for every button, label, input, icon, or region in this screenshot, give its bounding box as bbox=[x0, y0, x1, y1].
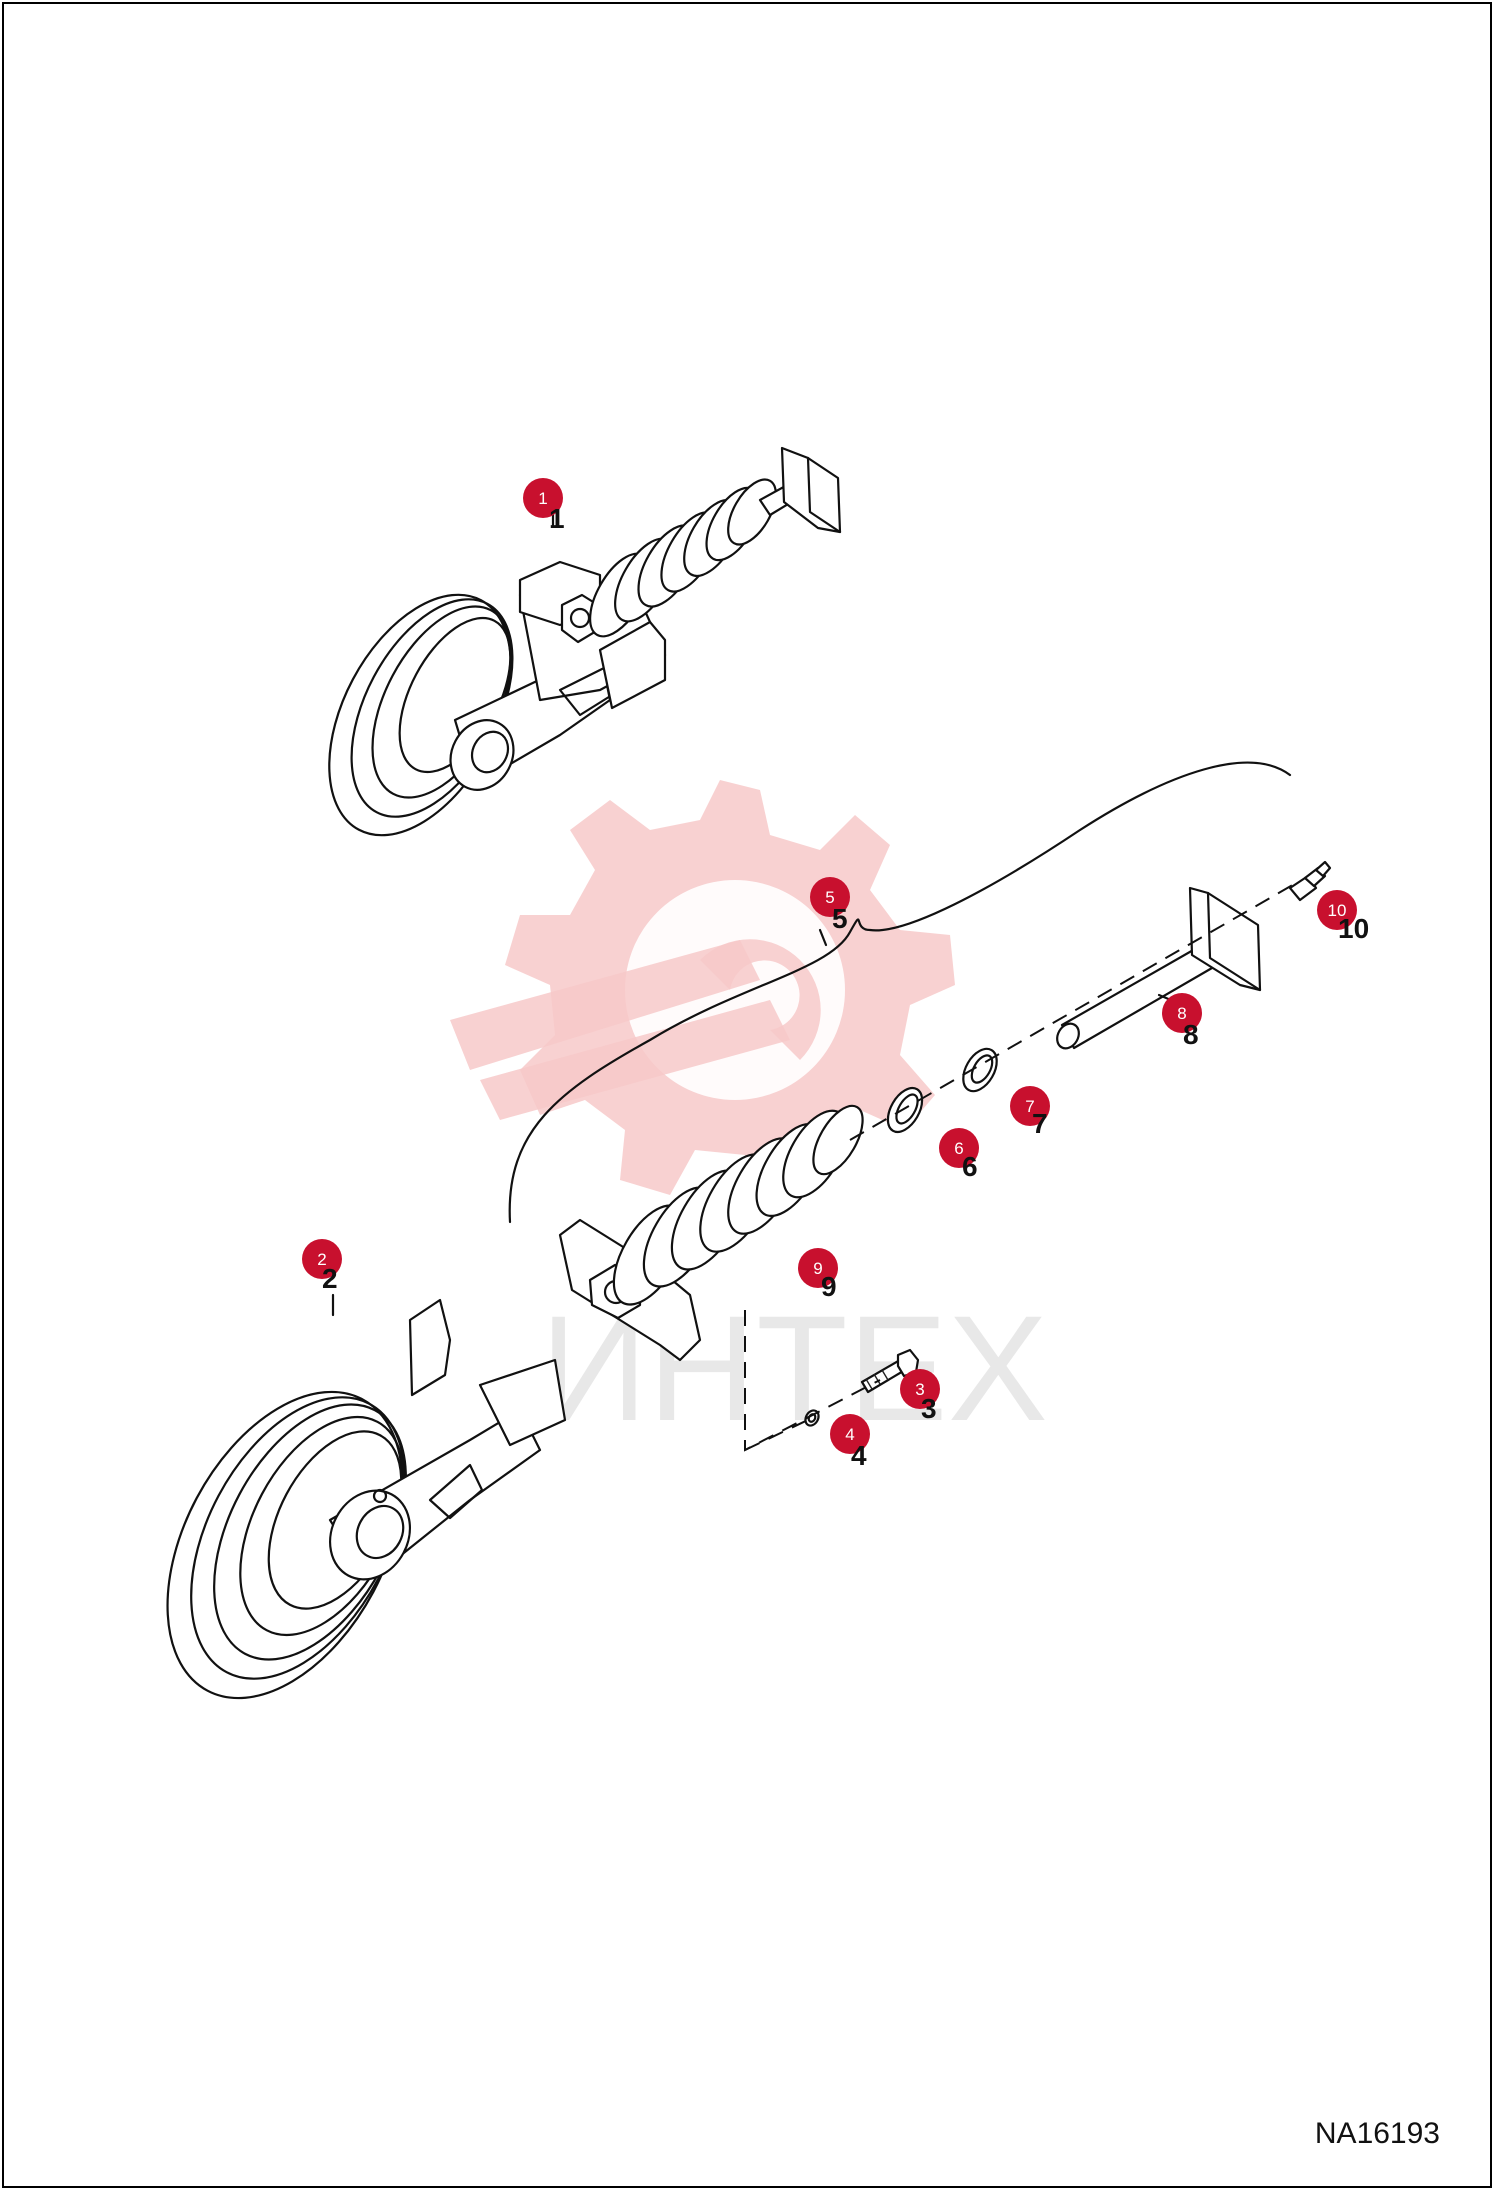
bracket-outline-5 bbox=[508, 761, 1292, 1224]
callout-7[interactable]: 7 bbox=[1010, 1086, 1050, 1126]
idler-assembly-1 bbox=[328, 446, 842, 837]
part-number-2: 2 bbox=[322, 1263, 338, 1294]
snap-ring-7 bbox=[962, 1047, 998, 1093]
callout-2[interactable]: 2 bbox=[302, 1239, 342, 1279]
spring-assembly-9 bbox=[558, 1104, 864, 1362]
svg-text:9: 9 bbox=[813, 1259, 822, 1278]
part-number-5: 5 bbox=[832, 903, 848, 934]
callout-8[interactable]: 8 bbox=[1162, 993, 1202, 1033]
callout-5[interactable]: 5 bbox=[810, 877, 850, 917]
svg-text:8: 8 bbox=[1177, 1004, 1186, 1023]
cylinder-rod-8 bbox=[1056, 886, 1262, 1050]
watermark-logo bbox=[450, 780, 955, 1200]
svg-text:4: 4 bbox=[845, 1425, 854, 1444]
callout-4[interactable]: 4 bbox=[830, 1414, 870, 1454]
part-number-8: 8 bbox=[1183, 1019, 1199, 1050]
assembly-leader-lines bbox=[744, 882, 1297, 1452]
grease-fitting-10 bbox=[1288, 860, 1332, 902]
drawing-reference-code: NA16193 bbox=[1315, 2117, 1440, 2150]
bolt-3 bbox=[860, 1348, 920, 1394]
idler-wheel-2 bbox=[166, 1298, 567, 1700]
svg-text:6: 6 bbox=[954, 1139, 963, 1158]
callout-10[interactable]: 10 bbox=[1317, 890, 1357, 930]
svg-text:1: 1 bbox=[538, 489, 547, 508]
spring-coils-1 bbox=[589, 478, 777, 638]
svg-text:2: 2 bbox=[317, 1250, 326, 1269]
part-number-10: 10 bbox=[1338, 913, 1369, 944]
part-number-7: 7 bbox=[1032, 1108, 1048, 1139]
callout-6[interactable]: 6 bbox=[939, 1128, 979, 1168]
svg-text:10: 10 bbox=[1328, 901, 1347, 920]
svg-text:5: 5 bbox=[825, 888, 834, 907]
callout-9[interactable]: 9 bbox=[798, 1248, 838, 1288]
svg-text:7: 7 bbox=[1025, 1097, 1034, 1116]
callout-3[interactable]: 3 bbox=[900, 1369, 940, 1409]
part-number-3: 3 bbox=[921, 1393, 937, 1424]
callout-1[interactable]: 1 bbox=[523, 478, 563, 518]
part-number-6: 6 bbox=[962, 1151, 978, 1182]
part-number-9: 9 bbox=[821, 1271, 837, 1302]
svg-text:3: 3 bbox=[915, 1380, 924, 1399]
part-number-4: 4 bbox=[851, 1440, 867, 1471]
part-number-1: 1 bbox=[549, 503, 565, 534]
